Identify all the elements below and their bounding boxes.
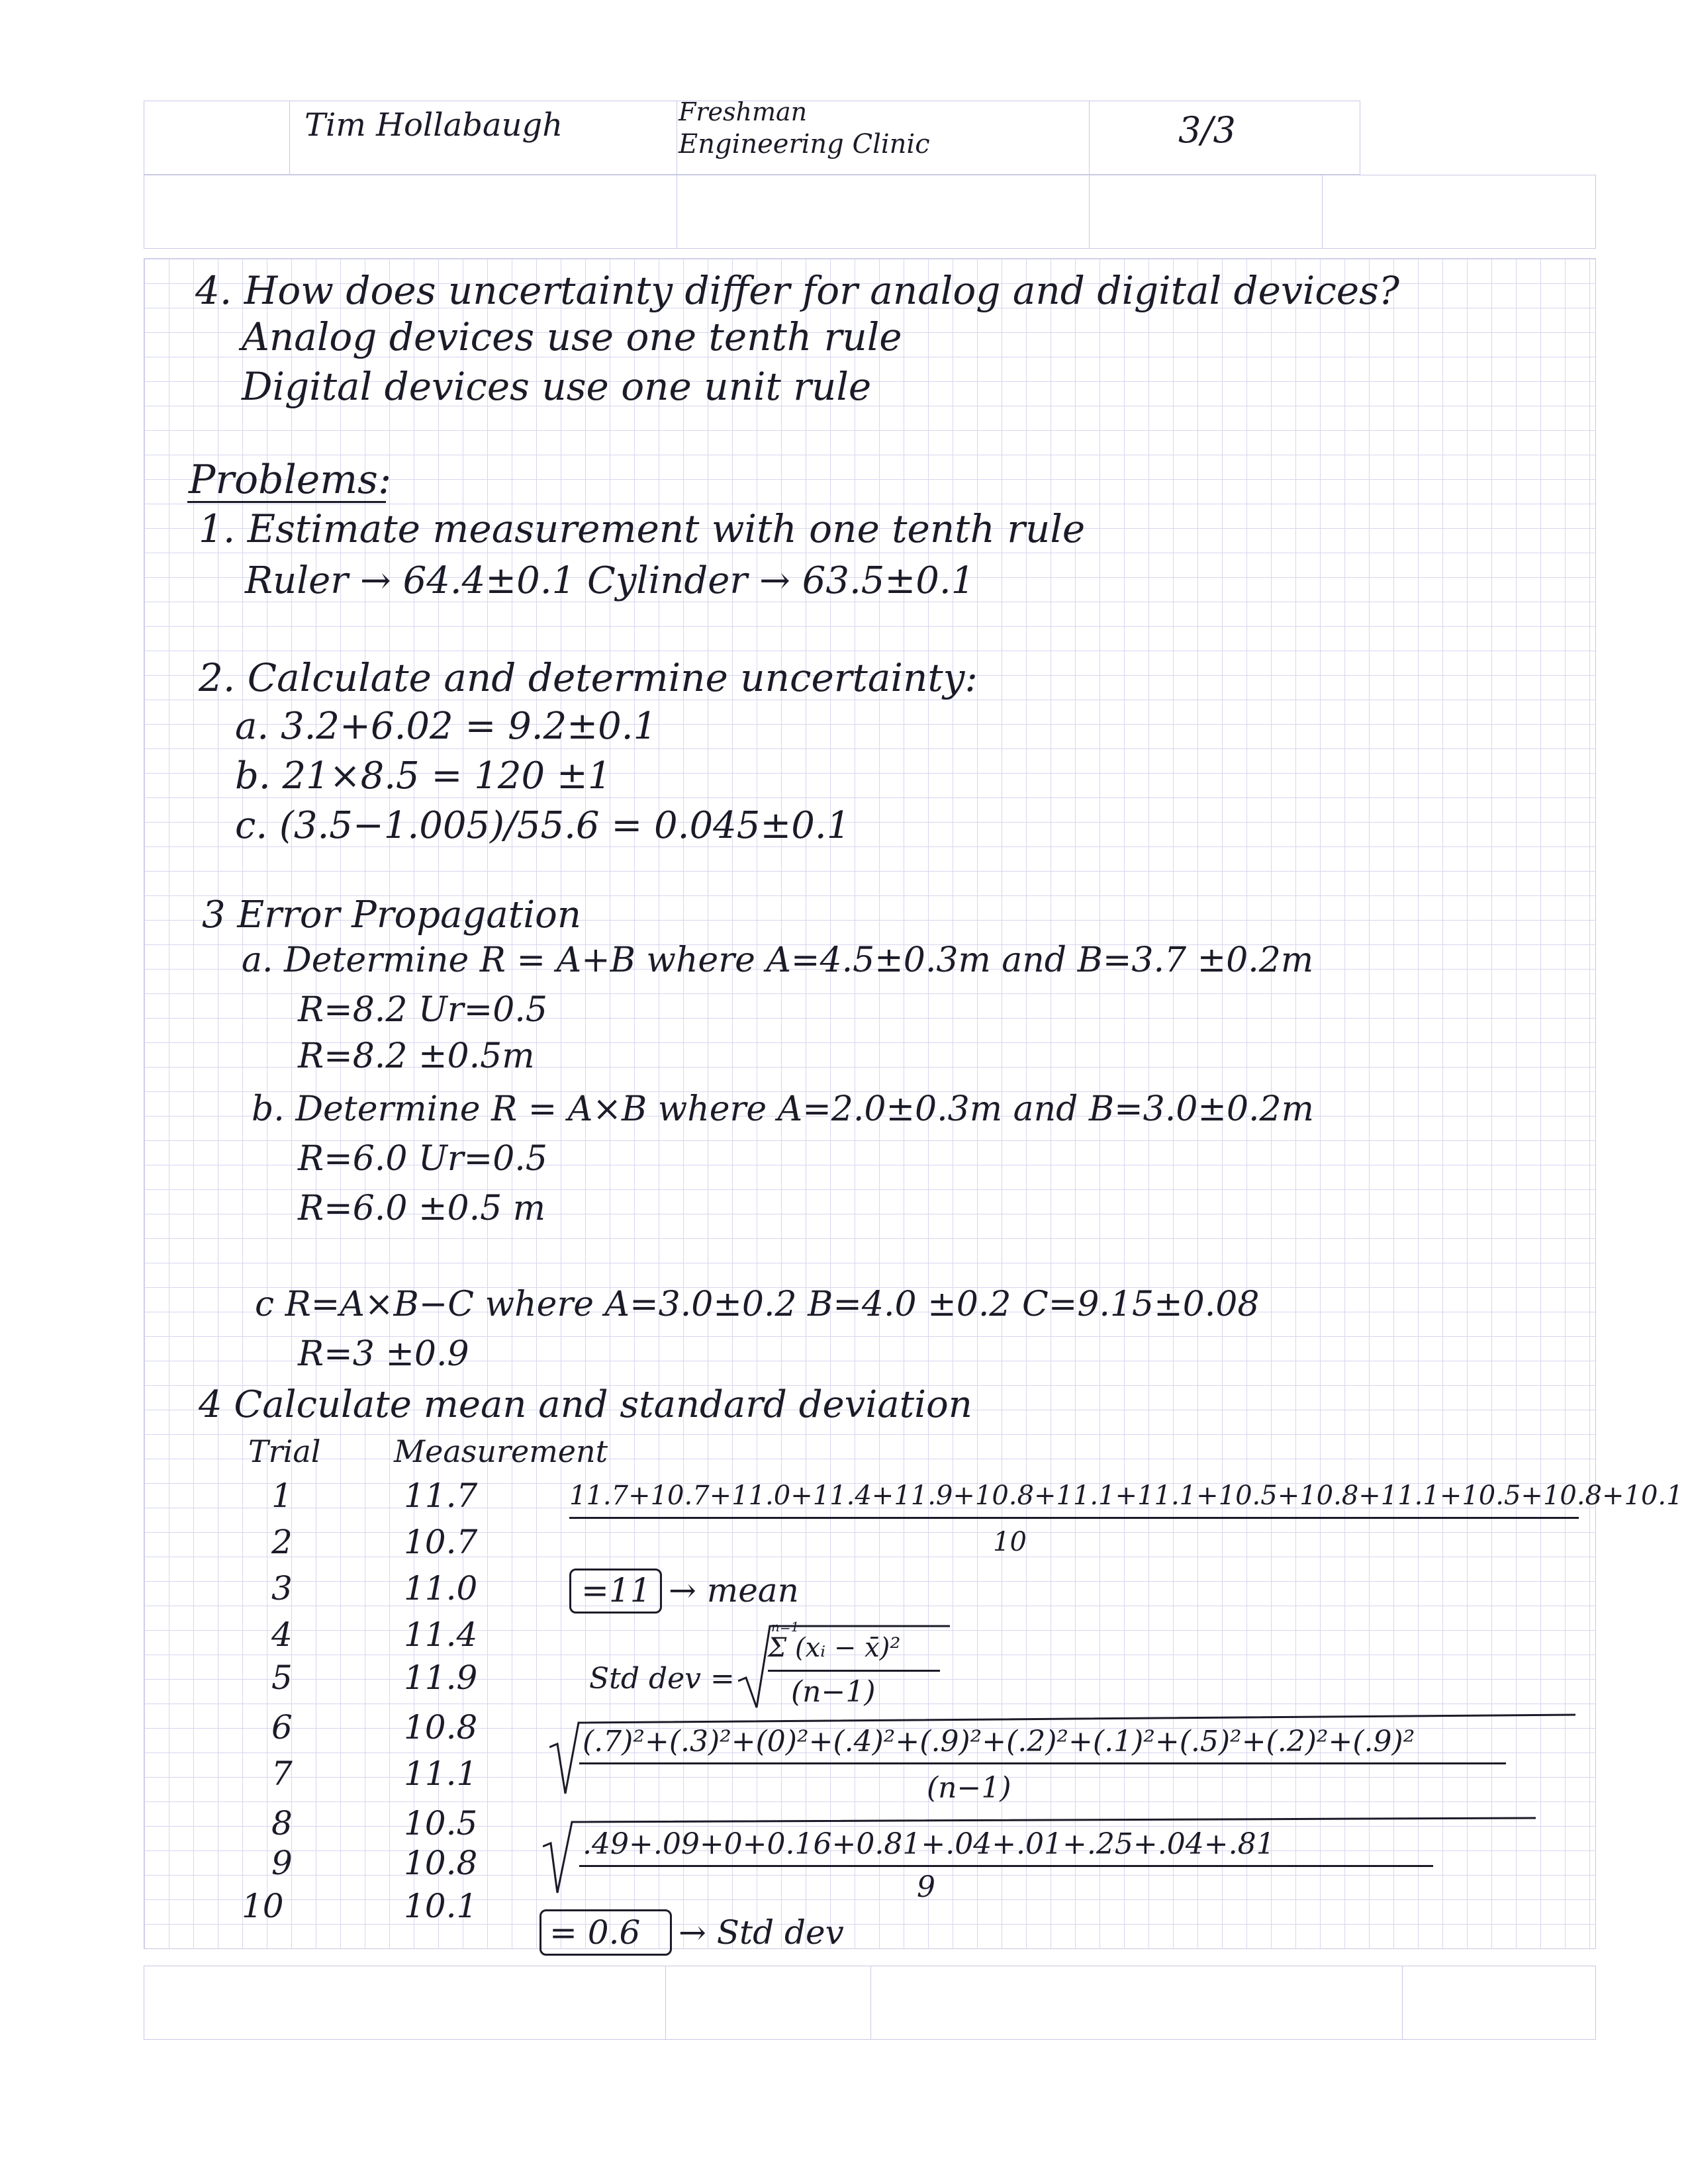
measurement-value: 10.1 [404,1887,478,1925]
p2-a: a. 3.2+6.02 = 9.2±0.1 [235,705,657,748]
mean-fraction-bar [569,1517,1579,1519]
trial-number: 3 [271,1569,293,1608]
page-number: 3/3 [1178,109,1236,151]
q4-analog: Analog devices use one tenth rule [242,314,902,359]
p1-title: 1. Estimate measurement with one tenth r… [199,506,1086,551]
col-trial-header: Trial [248,1433,321,1469]
student-name: Tim Hollabaugh [305,107,563,144]
sq-root-sign [549,1713,1576,1794]
header-divider [1322,175,1323,249]
measurement-value: 11.0 [404,1569,478,1608]
vals-denominator: 9 [917,1870,935,1904]
trial-number: 6 [271,1708,293,1747]
p3-b-question: b. Determine R = A×B where A=2.0±0.3m an… [252,1089,1314,1129]
graph-paper-grid [144,258,1596,1949]
footer-box [144,1966,1596,2040]
std-fraction-bar [768,1670,940,1672]
header-divider [1089,101,1090,175]
p3-c-question: c R=A×B−C where A=3.0±0.2 B=4.0 ±0.2 C=9… [255,1285,1260,1324]
mean-label: → mean [669,1571,799,1610]
course-line-1: Freshman [679,97,808,126]
trial-number: 1 [271,1477,293,1515]
footer-divider [665,1966,666,2040]
mean-result: =11 [581,1571,651,1610]
problems-heading: Problems: [189,457,392,503]
std-sum: Σ (xᵢ − x̄)² [768,1633,901,1663]
vals-numerator: .49+.09+0+0.16+0.81+.04+.01+.25+.04+.81 [583,1827,1275,1861]
std-result-box [539,1909,672,1956]
problems-underline [187,501,386,503]
measurement-value: 11.9 [404,1659,478,1697]
measurement-value: 10.5 [404,1804,478,1843]
trial-number: 10 [242,1887,284,1925]
header-divider [1089,175,1090,249]
std-result-label: → Std dev [679,1913,844,1952]
trial-number: 7 [271,1754,293,1793]
header-divider [289,101,290,175]
std-label: Std dev = [589,1662,735,1696]
p3-a-question: a. Determine R = A+B where A=4.5±0.3m an… [242,940,1314,980]
p3-b-line1: R=6.0 Ur=0.5 [298,1139,547,1179]
measurement-value: 11.7 [404,1477,478,1515]
measurement-value: 10.8 [404,1708,478,1747]
std-result: = 0.6 [549,1913,641,1952]
p2-b: b. 21×8.5 = 120 ±1 [235,754,612,797]
p2-c: c. (3.5−1.005)/55.6 = 0.045±0.1 [235,804,851,847]
vals-fraction-bar [579,1865,1433,1867]
measurement-value: 10.8 [404,1844,478,1882]
measurement-value: 11.4 [404,1615,478,1654]
trial-number: 2 [271,1523,293,1561]
trial-number: 4 [271,1615,293,1654]
std-root-sign [738,1625,950,1708]
col-measurement-header: Measurement [394,1433,608,1469]
p3-a-line1: R=8.2 Ur=0.5 [298,990,547,1030]
course-line-2: Engineering Clinic [679,129,930,159]
mean-numerator: 11.7+10.7+11.0+11.4+11.9+10.8+11.1+11.1+… [569,1480,1683,1511]
measurement-value: 10.7 [404,1523,478,1561]
p3-title: 3 Error Propagation [202,893,581,936]
p3-b-line2: R=6.0 ±0.5 m [298,1189,546,1228]
std-denominator: (n−1) [791,1675,876,1709]
q4-question: 4. How does uncertainty differ for analo… [195,268,1399,313]
vals-root-sign [543,1817,1536,1893]
trial-number: 9 [271,1844,293,1882]
mean-result-box [569,1569,662,1614]
p3-c-line1: R=3 ±0.9 [298,1334,469,1374]
p1-answer: Ruler → 64.4±0.1 Cylinder → 63.5±0.1 [245,559,975,602]
sq-fraction-bar [579,1762,1506,1764]
p4-title: 4 Calculate mean and standard deviation [199,1383,972,1426]
header-box [144,101,1360,175]
header-box-lower [144,175,1596,249]
mean-denominator: 10 [993,1527,1027,1557]
trial-number: 8 [271,1804,293,1843]
q4-digital: Digital devices use one unit rule [242,364,872,409]
footer-divider [870,1966,871,2040]
p2-title: 2. Calculate and determine uncertainty: [199,655,978,700]
sq-numerator: (.7)²+(.3)²+(0)²+(.4)²+(.9)²+(.2)²+(.1)²… [583,1725,1415,1758]
sq-denominator: (n−1) [927,1771,1011,1805]
footer-divider [1402,1966,1403,2040]
trial-number: 5 [271,1659,293,1697]
measurement-value: 11.1 [404,1754,478,1793]
p3-a-line2: R=8.2 ±0.5m [298,1036,535,1076]
